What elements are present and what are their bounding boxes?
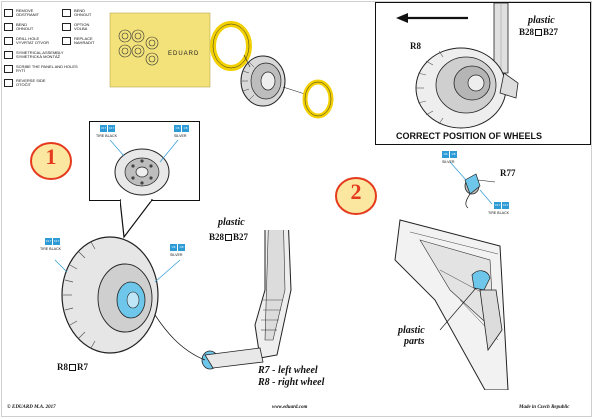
part-b27: B27 <box>543 27 559 37</box>
fret-label: EDUARD <box>168 51 200 57</box>
plastic-label-step1: plastic <box>218 217 245 228</box>
parts-label-step2: parts <box>404 336 425 347</box>
wheel-mark-r7: R7 <box>77 362 88 372</box>
legend-label: BEND OHNOUT <box>74 7 92 17</box>
color-code-1: C6 <box>174 125 181 132</box>
legend-label: REVERSE SIDE OTOČIT <box>16 77 46 87</box>
step-1-drawing <box>55 230 292 370</box>
color-code-2: C17 <box>53 238 60 245</box>
color-code-2: C8 <box>178 244 185 251</box>
silver-label: SILVER <box>170 253 183 257</box>
color-code-1: C17 <box>45 238 52 245</box>
detail-wheel-drawing <box>109 139 179 196</box>
drill-icon <box>4 37 13 45</box>
scribe-icon <box>4 65 13 73</box>
step-1-circle <box>30 142 72 180</box>
legend-label: SYMETRICAL ASSEMBLY SYMETRICKÁ MONTÁŽ <box>16 49 64 59</box>
color-code-1: C17 <box>100 125 107 132</box>
part-r77: R77 <box>500 168 516 178</box>
color-code-2: C8 <box>182 125 189 132</box>
correct-position-box: plastic B28 B27 R8 CORRECT POSITION OF WH… <box>375 2 591 145</box>
step-2-circle <box>335 177 377 215</box>
tire-black-label-step2: TIRE BLACK <box>488 211 509 215</box>
legend-label: REPLACE NAHRADIT <box>74 35 95 45</box>
parts-ref-step1: B28 B27 <box>209 232 248 242</box>
legend-label: SCRIBE THE PANEL AND HOLES RYTÍ <box>16 63 78 73</box>
fret-drawing <box>109 12 334 119</box>
step-2-drawing <box>394 161 509 390</box>
callout-pointer <box>120 199 154 239</box>
tire-black-label-detail: TIRE BLACK <box>96 134 117 138</box>
footer-origin: Made in Czech Republic <box>519 405 570 410</box>
parts-ref-correct: B28 B27 <box>519 27 558 37</box>
color-code-2: C8 <box>450 151 457 158</box>
legend-label: BEND OHNOUT <box>16 21 34 31</box>
legend-label: DRILL HOLE VYVRTAT OTVOR <box>16 35 50 45</box>
color-code-1: C6 <box>170 244 177 251</box>
step-1-number: 1 <box>45 144 57 169</box>
part-box-icon <box>535 29 543 36</box>
part-box-icon <box>225 234 233 241</box>
correct-position-drawing <box>396 2 519 129</box>
correct-position-caption: CORRECT POSITION OF WHEELS <box>396 131 543 141</box>
remove-icon <box>4 9 13 17</box>
footer-copyright: © EDUARD M.A. 2017 <box>7 405 56 410</box>
silver-label-detail: SILVER <box>174 134 187 138</box>
footer-url: www.eduard.com <box>272 405 308 410</box>
wheel-marks: R8 R7 <box>57 362 88 372</box>
silver-label-step2: SILVER <box>442 160 455 164</box>
part-b28: B28 <box>519 27 535 37</box>
color-code-1: C17 <box>494 202 501 209</box>
replace-icon <box>62 37 71 45</box>
fret-panel: EDUARD <box>108 11 374 121</box>
note-left-wheel: R7 - left wheel <box>258 365 318 376</box>
tire-black-label: TIRE BLACK <box>40 247 61 251</box>
note-right-wheel: R8 - right wheel <box>258 377 325 388</box>
color-code-2: C17 <box>108 125 115 132</box>
reverse-icon <box>4 79 13 87</box>
color-code-1: C6 <box>442 151 449 158</box>
part-box-icon <box>69 364 76 371</box>
plastic-label-step2: plastic <box>398 325 425 336</box>
bend-icon <box>62 9 71 17</box>
bend-chamfer-icon <box>4 23 13 31</box>
wheel-mark-r8: R8 <box>57 362 68 372</box>
color-code-2: C17 <box>502 202 509 209</box>
legend-label: OPTION VOLBA <box>74 21 90 31</box>
plastic-label-correct: plastic <box>528 15 555 26</box>
part-b28: B28 <box>209 232 225 242</box>
legend-label: REMOVE ODSTRANIT <box>16 7 40 17</box>
mark-r8-correct: R8 <box>410 41 421 51</box>
symmetrical-icon <box>4 51 13 59</box>
part-b27: B27 <box>233 232 249 242</box>
option-icon <box>62 23 71 31</box>
step-2-number: 2 <box>350 179 362 204</box>
